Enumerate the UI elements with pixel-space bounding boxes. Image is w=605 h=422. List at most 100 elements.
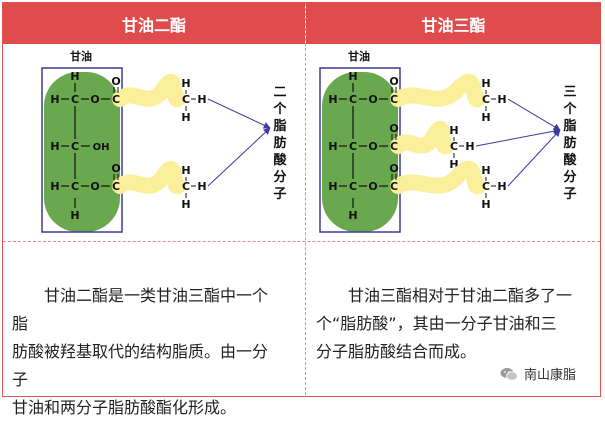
- atom-h-left-0: H: [50, 93, 59, 106]
- atom-terminal-h-bottom-2: H: [181, 198, 190, 211]
- atom-c-2: C: [349, 180, 357, 193]
- atom-h-left-0: H: [328, 93, 337, 106]
- watermark-text: 南山康脂: [524, 368, 577, 383]
- atom-c-1: C: [71, 140, 79, 153]
- atom-terminal-h-top-0: H: [181, 77, 190, 90]
- atom-carbonyl-o-0: O: [389, 75, 398, 88]
- atom-o-2: O: [90, 180, 99, 193]
- side-label-char-2: 脂: [272, 118, 286, 134]
- side-label-char-1: 个: [272, 101, 287, 117]
- atom-terminal-c-0: C: [182, 93, 190, 106]
- arrow-0: [507, 98, 561, 131]
- side-label-char-5: 分: [273, 169, 286, 185]
- wechat-icon: [500, 367, 518, 381]
- atom-terminal-h-right-2: H: [197, 180, 206, 193]
- fatty-acid-chain-2: [112, 160, 186, 195]
- atom-terminal-c-2: C: [482, 180, 490, 193]
- atom-h-top: H: [70, 70, 79, 83]
- atom-terminal-h-bottom-2: H: [481, 198, 490, 211]
- side-label-char-1: 个: [562, 101, 577, 117]
- side-label-char-6: 子: [273, 187, 286, 202]
- arrow-1: [475, 127, 561, 147]
- atom-terminal-h-bottom-0: H: [481, 111, 490, 124]
- side-label-char-5: 分: [563, 169, 576, 185]
- description-right-line-1: 甘油三酯相对于甘油二酯多了一: [348, 286, 573, 305]
- atom-terminal-h-right-2: H: [497, 180, 506, 193]
- glycerol-label: 甘油: [348, 49, 370, 63]
- fatty-acid-chain-1: [390, 120, 454, 155]
- side-label-char-4: 酸: [563, 152, 577, 168]
- atom-terminal-h-bottom-0: H: [181, 111, 190, 124]
- atom-h-left-2: H: [50, 180, 59, 193]
- atom-terminal-h-top-0: H: [481, 77, 490, 90]
- description-right-line-3: 分子脂肪酸结合而成。: [316, 342, 477, 361]
- atom-oh: OH: [93, 142, 110, 153]
- description-right-line-2: 个“脂肪酸”，其由一分子甘油和三: [316, 314, 557, 333]
- atom-o-0: O: [90, 93, 99, 106]
- atom-carbonyl-o-0: O: [111, 75, 120, 88]
- side-label-char-0: 三: [563, 85, 576, 100]
- atom-terminal-h-top-1: H: [449, 124, 458, 137]
- atom-h-left-2: H: [328, 180, 337, 193]
- atom-terminal-h-top-2: H: [181, 164, 190, 177]
- row-divider: [3, 241, 600, 242]
- description-left-line-1: 甘油二酯是一类甘油三酯中一个脂: [12, 286, 269, 333]
- atom-c-0: C: [71, 93, 79, 106]
- glycerol-box: [41, 67, 123, 233]
- description-left: 甘油二酯是一类甘油三酯中一个脂 肪酸被羟基取代的结构脂质。由一分子 甘油和两分子…: [12, 282, 280, 422]
- side-label-char-0: 二: [273, 85, 286, 100]
- atom-terminal-h-right-0: H: [497, 93, 506, 106]
- atom-ester-c-0: C: [112, 93, 120, 106]
- fatty-acid-chain-0: [390, 73, 486, 108]
- atom-h-left-1: H: [328, 140, 337, 153]
- column-divider: [305, 3, 306, 395]
- atom-terminal-h-bottom-1: H: [449, 158, 458, 171]
- card-border: [2, 2, 601, 397]
- atom-c-0: C: [349, 93, 357, 106]
- atom-ester-c-2: C: [112, 180, 120, 193]
- glycerol-blob: [322, 72, 398, 232]
- atom-ester-c-0: C: [390, 93, 398, 106]
- watermark: 南山康脂: [500, 364, 576, 383]
- atom-h-left-1: H: [50, 140, 59, 153]
- arrow-2: [207, 127, 271, 187]
- atom-terminal-c-0: C: [482, 93, 490, 106]
- atom-carbonyl-o-1: O: [389, 122, 398, 135]
- atom-c-2: C: [71, 180, 79, 193]
- atom-h-bottom: H: [70, 209, 79, 222]
- arrow-0: [207, 98, 271, 129]
- atom-h-bottom: H: [348, 209, 357, 222]
- atom-o-1: O: [368, 140, 377, 153]
- atom-o-0: O: [368, 93, 377, 106]
- side-label-char-3: 肪: [563, 135, 576, 151]
- arrow-2: [507, 129, 561, 187]
- atom-h-top: H: [348, 70, 357, 83]
- atom-ester-c-1: C: [390, 140, 398, 153]
- side-label-char-6: 子: [563, 187, 576, 202]
- atom-terminal-h-top-2: H: [481, 164, 490, 177]
- atom-terminal-c-2: C: [182, 180, 190, 193]
- atom-terminal-h-right-1: H: [465, 140, 474, 153]
- header-left: 甘油二酯: [3, 3, 305, 44]
- description-left-line-2: 肪酸被羟基取代的结构脂质。由一分子: [12, 342, 269, 389]
- fatty-acid-chain-2: [390, 160, 486, 195]
- atom-ester-c-2: C: [390, 180, 398, 193]
- atom-carbonyl-o-2: O: [111, 162, 120, 175]
- atom-carbonyl-o-2: O: [389, 162, 398, 175]
- atom-terminal-h-right-0: H: [197, 93, 206, 106]
- description-left-line-3: 甘油和两分子脂肪酸酯化形成。: [12, 398, 237, 417]
- side-label-char-2: 脂: [562, 118, 576, 134]
- glycerol-blob: [44, 72, 120, 232]
- atom-o-2: O: [368, 180, 377, 193]
- header-right: 甘油三酯: [306, 3, 601, 44]
- fatty-acid-chain-0: [112, 73, 186, 108]
- atom-terminal-c-1: C: [450, 140, 458, 153]
- description-right: 甘油三酯相对于甘油二酯多了一 个“脂肪酸”，其由一分子甘油和三 分子脂肪酸结合而…: [316, 282, 584, 366]
- side-label-char-3: 肪: [273, 135, 286, 151]
- glycerol-label: 甘油: [70, 49, 92, 63]
- atom-c-1: C: [349, 140, 357, 153]
